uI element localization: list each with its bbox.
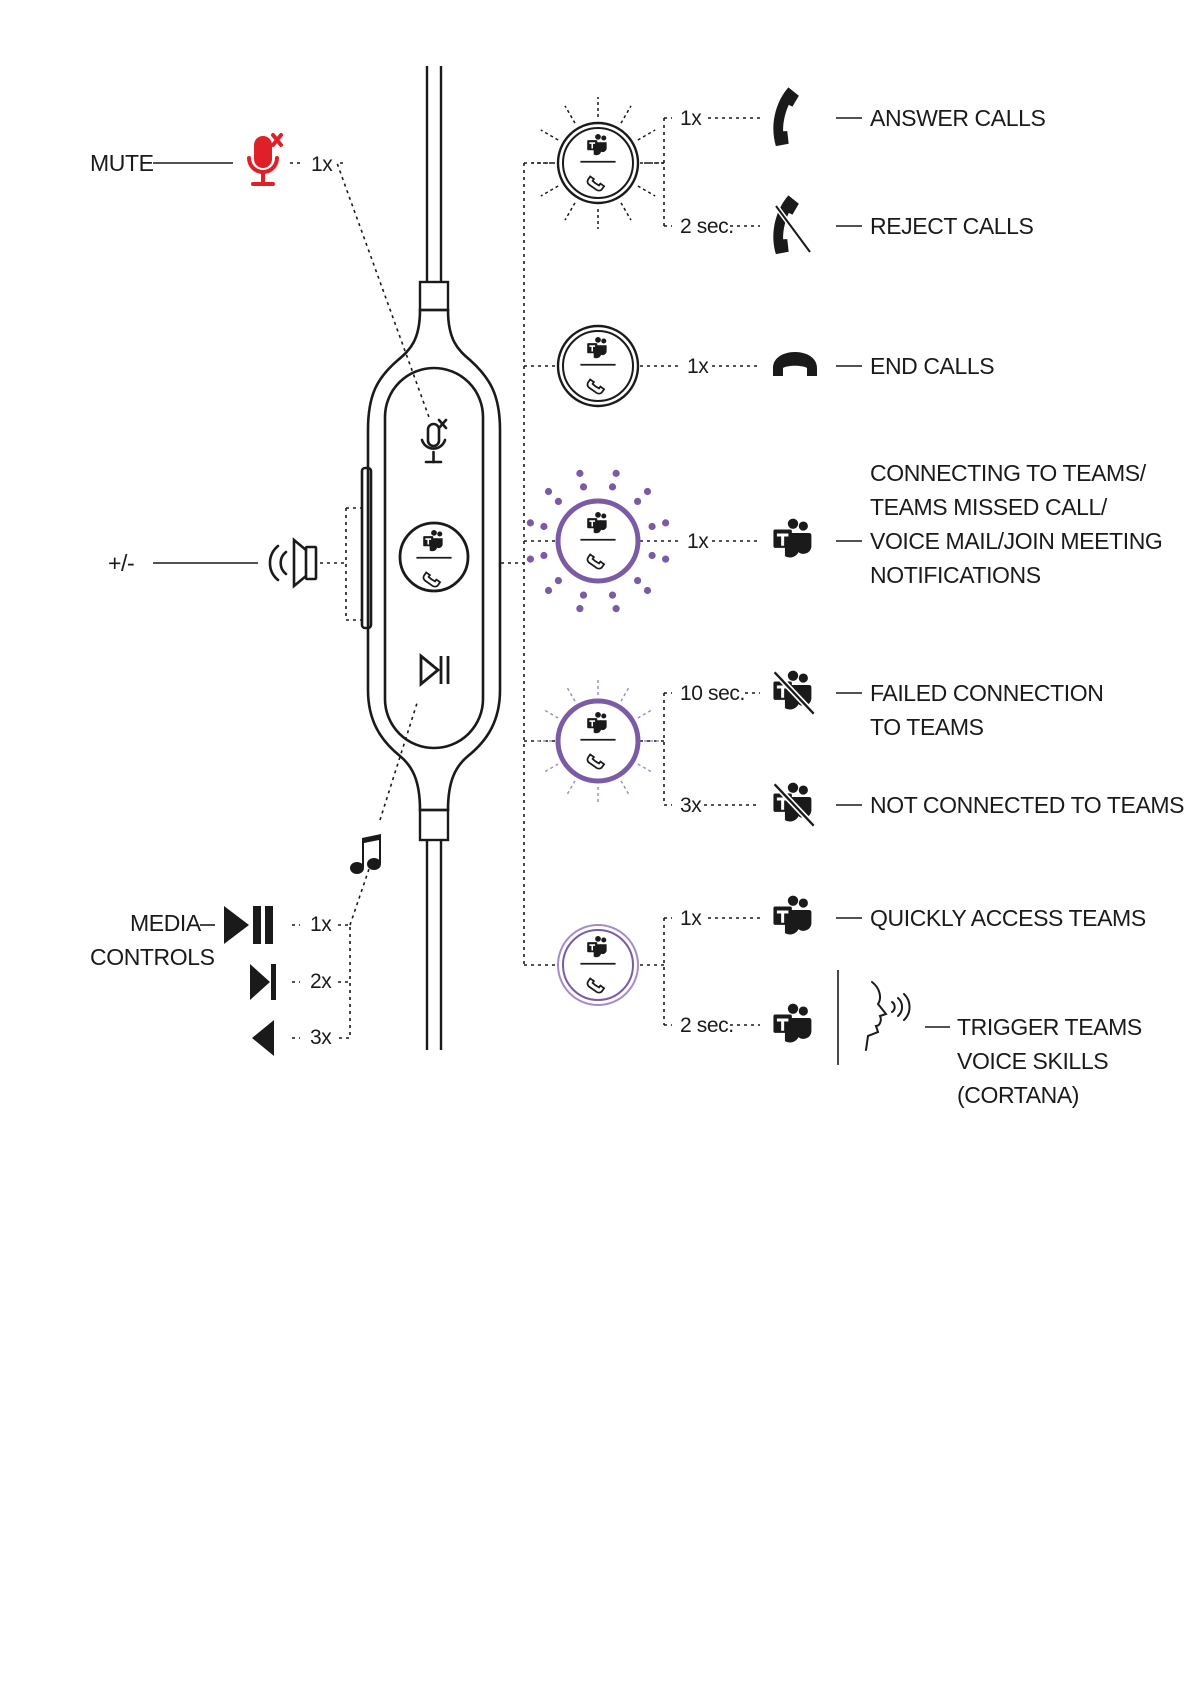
answer-calls-label: ANSWER CALLS <box>870 101 1045 135</box>
led-ray <box>621 781 629 795</box>
led-ray <box>541 186 558 196</box>
press-answer: 1x <box>680 102 701 136</box>
led-ray <box>621 106 631 123</box>
led-dot <box>634 498 641 505</box>
voice-speaking-icon <box>866 982 910 1050</box>
led-dot <box>613 470 620 477</box>
voice-skills-label-2: VOICE SKILLS <box>957 1044 1108 1078</box>
led-ray <box>638 764 652 772</box>
phone-answer-icon <box>769 86 801 149</box>
led-dot <box>580 591 587 598</box>
remote-teams-button <box>400 523 468 591</box>
failed-connection-label-1: FAILED CONNECTION <box>870 676 1103 710</box>
volume-callout <box>153 508 362 620</box>
led-ray <box>567 687 575 701</box>
not-connected-label: NOT CONNECTED TO TEAMS <box>870 788 1184 822</box>
led-dot <box>527 519 534 526</box>
media-press-3: 3x <box>310 1021 331 1055</box>
led-dot <box>609 591 616 598</box>
led-ray <box>638 710 652 718</box>
led-dot <box>540 523 547 530</box>
led-ray <box>565 203 575 220</box>
mic-muted-icon <box>249 135 281 184</box>
teams-icon <box>773 896 811 935</box>
mute-label: MUTE <box>90 146 154 180</box>
press-voice: 2 sec. <box>680 1009 734 1043</box>
led-dot <box>576 605 583 612</box>
led-dot <box>555 498 562 505</box>
previous-track-icon <box>252 1020 274 1056</box>
failed-connection-label-2: TO TEAMS <box>870 710 984 744</box>
state-button-white-solid <box>558 326 638 406</box>
led-ray <box>541 130 558 140</box>
led-dot <box>545 488 552 495</box>
connecting-label-2: TEAMS MISSED CALL/ <box>870 490 1107 524</box>
led-dot <box>648 552 655 559</box>
media-label-line1: MEDIA <box>130 906 201 940</box>
state-connectors <box>501 118 760 1025</box>
reject-calls-label: REJECT CALLS <box>870 209 1034 243</box>
led-ray <box>565 106 575 123</box>
voice-skills-label-1: TRIGGER TEAMS <box>957 1010 1142 1044</box>
led-dot <box>644 587 651 594</box>
press-quick-access: 1x <box>680 902 701 936</box>
teams-disconnected-icon <box>773 671 813 714</box>
quick-access-label: QUICKLY ACCESS TEAMS <box>870 901 1146 935</box>
phone-hangup-icon <box>773 352 817 376</box>
led-ray <box>621 203 631 220</box>
voice-skills-label-3: (CORTANA) <box>957 1078 1079 1112</box>
speaker-icon <box>270 540 316 586</box>
led-dot <box>555 577 562 584</box>
state-button-purple-solid <box>558 925 638 1005</box>
media-label-line2: CONTROLS <box>90 940 215 974</box>
state-rings <box>527 97 669 1005</box>
volume-label: +/- <box>108 546 134 580</box>
led-dot <box>648 523 655 530</box>
led-dot <box>634 577 641 584</box>
end-calls-label: END CALLS <box>870 349 994 383</box>
led-ray <box>638 186 655 196</box>
media-callout <box>200 700 418 1038</box>
music-note-icon <box>350 834 381 874</box>
press-failed: 10 sec. <box>680 677 745 711</box>
state-button-white-pulsing <box>532 97 664 229</box>
teams-disconnected-icon <box>773 783 813 826</box>
led-dot <box>644 488 651 495</box>
mute-callout <box>153 163 430 420</box>
press-end: 1x <box>687 350 708 384</box>
led-dot <box>662 519 669 526</box>
media-press-2: 2x <box>310 965 331 999</box>
led-ray <box>544 764 558 772</box>
remote-play-pause-icon <box>421 656 448 684</box>
led-ray <box>567 781 575 795</box>
led-dot <box>545 587 552 594</box>
led-dot <box>580 483 587 490</box>
media-press-1: 1x <box>310 908 331 942</box>
play-pause-icon <box>224 906 273 944</box>
connecting-label-4: NOTIFICATIONS <box>870 558 1041 592</box>
press-reject: 2 sec. <box>680 210 734 244</box>
remote-mute-icon <box>422 420 446 462</box>
led-dot <box>540 552 547 559</box>
led-ray <box>544 710 558 718</box>
press-not-connected: 3x <box>680 789 701 823</box>
mute-press: 1x <box>311 148 332 182</box>
led-dot <box>527 556 534 563</box>
connecting-label-3: VOICE MAIL/JOIN MEETING <box>870 524 1162 558</box>
led-dot <box>613 605 620 612</box>
teams-icon <box>773 519 811 558</box>
press-connecting: 1x <box>687 525 708 559</box>
phone-reject-icon <box>769 194 810 257</box>
led-dot <box>662 556 669 563</box>
connecting-label-1: CONNECTING TO TEAMS/ <box>870 456 1146 490</box>
next-track-icon <box>250 964 276 1000</box>
led-ray <box>638 130 655 140</box>
led-dot <box>576 470 583 477</box>
teams-icon <box>773 1004 811 1043</box>
led-dot <box>609 483 616 490</box>
led-ray <box>621 687 629 701</box>
